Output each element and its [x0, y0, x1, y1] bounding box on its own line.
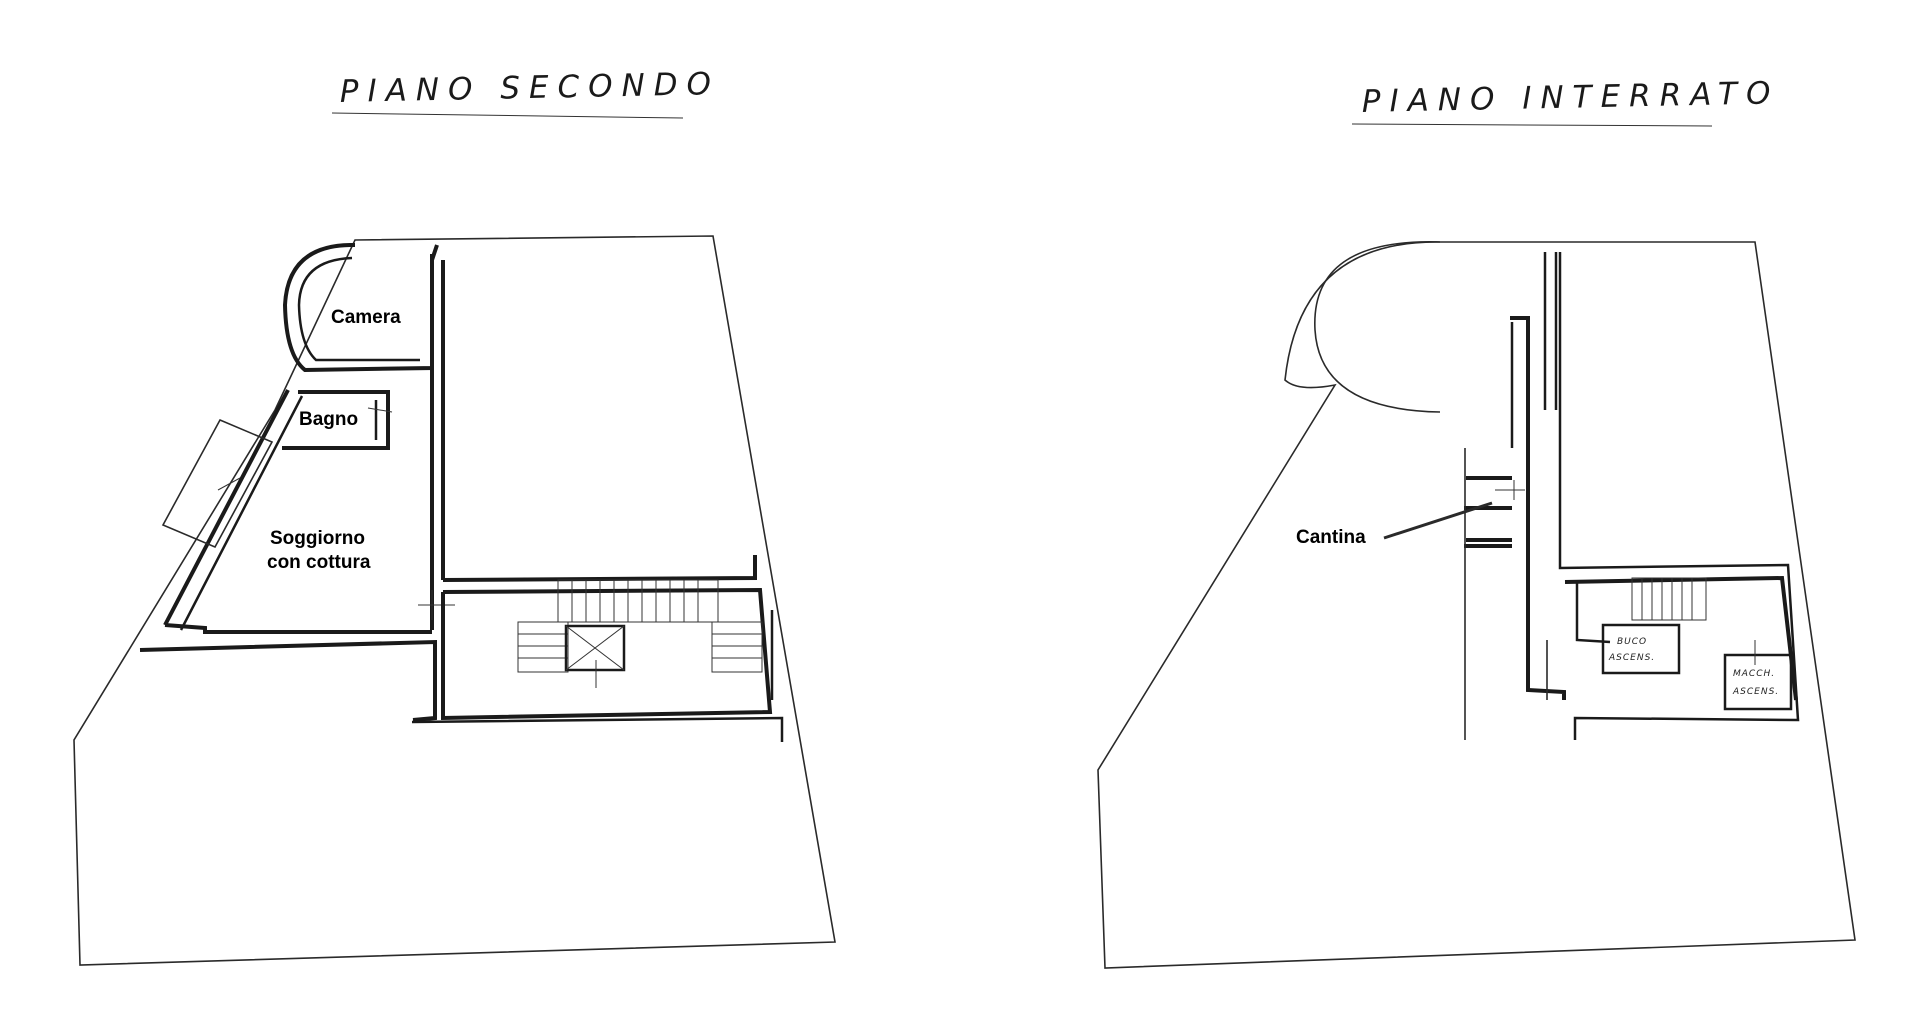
note-buco-ascens: ASCENS. — [1608, 653, 1655, 663]
lower-block — [1558, 252, 1800, 740]
note-macch: MACCH. — [1733, 669, 1775, 679]
title-underline — [331, 112, 684, 119]
plan-piano-interrato: PIANO INTERRATO Cantina — [1097, 75, 1856, 969]
slanted-wall-inner — [179, 395, 304, 631]
door-mark — [367, 407, 393, 413]
note-macch-ascens: ASCENS. — [1732, 687, 1779, 697]
plan-piano-secondo: PIANO SECONDO — [73, 66, 836, 966]
title-underline — [1351, 123, 1713, 127]
plan-title: PIANO SECONDO — [339, 66, 720, 110]
rounded-room — [1314, 241, 1441, 413]
note-buco: BUCO — [1617, 637, 1647, 647]
camera-wall — [282, 243, 439, 373]
stairs — [1631, 577, 1707, 621]
stairwell-wall — [442, 555, 757, 582]
soggiorno-bottom-wall — [164, 623, 432, 634]
elevator-pit-box — [1601, 623, 1681, 675]
cantina-leader — [1383, 501, 1493, 540]
stairs — [517, 579, 763, 673]
room-label-soggiorno: Soggiorno — [270, 528, 365, 549]
lot-boundary — [1097, 241, 1856, 969]
plan-title: PIANO INTERRATO — [1361, 75, 1779, 120]
stair-bottom-wall — [1575, 582, 1611, 644]
room-label-cantina: Cantina — [1296, 527, 1366, 548]
camera-inner-wall — [297, 256, 420, 362]
balcony — [161, 418, 274, 549]
window-tick — [217, 477, 241, 491]
lower-block-inner — [1564, 575, 1798, 701]
bagno-wall — [282, 390, 390, 450]
stairwell-bottom — [411, 716, 784, 742]
room-label-bagno: Bagno — [299, 409, 358, 430]
corridor-wall — [1543, 252, 1558, 410]
lower-wall — [139, 639, 437, 722]
slanted-wall — [163, 389, 290, 626]
lot-boundary — [73, 235, 836, 966]
cantina-bottom — [1464, 538, 1512, 548]
room-label-con-cottura: con cottura — [267, 552, 371, 573]
elevator-shaft — [564, 624, 626, 688]
stairwell-wall-2 — [441, 587, 773, 721]
machine-room-box — [1723, 653, 1793, 711]
corridor-outer — [1510, 316, 1566, 700]
room-label-camera: Camera — [331, 307, 401, 328]
